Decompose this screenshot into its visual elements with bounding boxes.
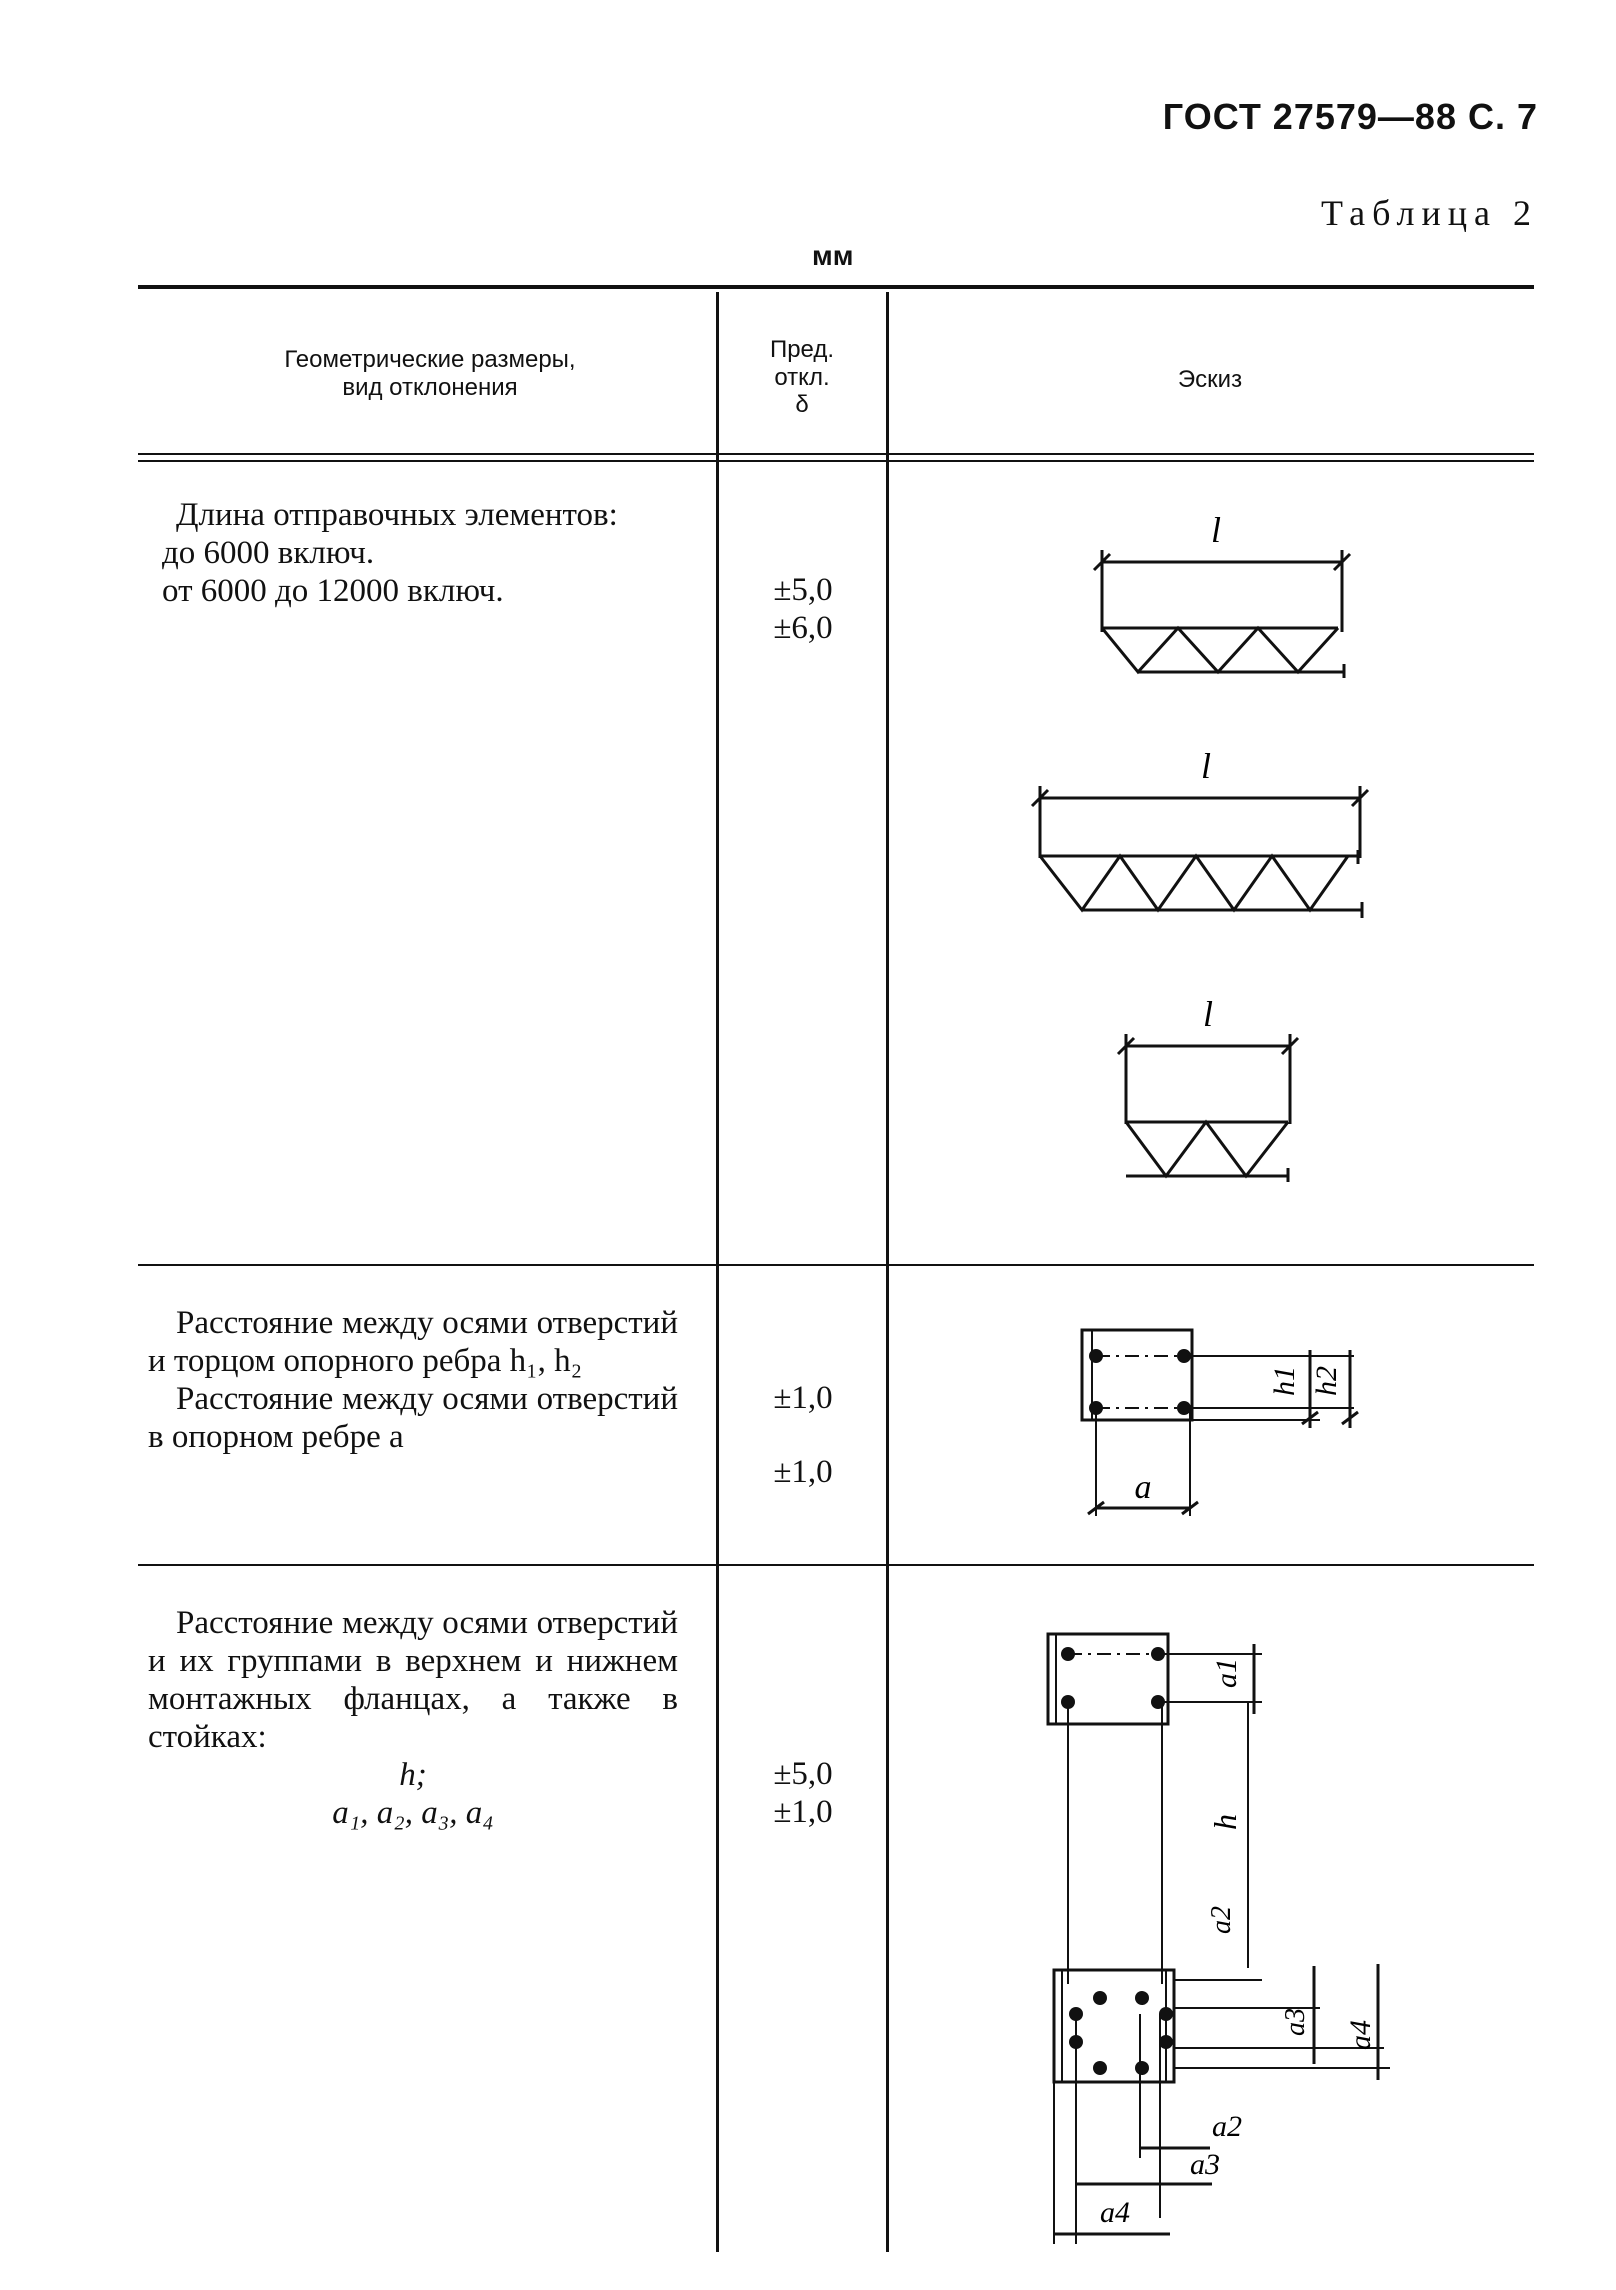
row3-text: Расстояние между осями отверстий и их гр…: [148, 1605, 678, 1755]
sketch-label-h2: h2: [1310, 1366, 1343, 1396]
column-separator-2: [886, 292, 889, 2252]
sketch-label-a4-horizontal: a4: [1100, 2196, 1130, 2229]
row-divider-2: [138, 1564, 1534, 1566]
sketch-label-a2-horizontal: a2: [1212, 2110, 1242, 2143]
row1-line1: до 6000 включ.: [162, 535, 375, 571]
sketch-label-h1: h1: [1268, 1366, 1301, 1396]
row1-description: Длина отправочных элементов: до 6000 вкл…: [148, 496, 678, 610]
row3-value2: ±1,0: [773, 1794, 833, 1830]
table-top-rule: [138, 285, 1534, 289]
row1-sketch: l l l: [1030, 510, 1370, 1182]
row1-line2: от 6000 до 12000 включ.: [162, 573, 504, 609]
header-bottom-rule-2: [138, 460, 1534, 462]
row3-sketch: a1 h a2 a3 a4 a2 a3 a4: [1046, 1632, 1390, 2244]
row2-text2: Расстояние между осями отверстий в опорн…: [148, 1381, 678, 1455]
document-header: ГОСТ 27579—88 С. 7: [1162, 96, 1538, 137]
row3-description: Расстояние между осями отверстий и их гр…: [148, 1604, 678, 1832]
row1-value2: ±6,0: [773, 610, 833, 646]
row2-sketch: h1 h2 a: [1080, 1328, 1359, 1516]
column-header-sketch: Эскиз: [1177, 366, 1243, 393]
row-divider-1: [138, 1264, 1534, 1266]
sketch-length-label-3: l: [1203, 994, 1213, 1034]
sketch-length-label-1: l: [1211, 510, 1221, 550]
units-label: мм: [812, 240, 854, 271]
column-header-deviation: Пред. откл. δ: [769, 336, 835, 419]
sketch-label-a4-vertical: a4: [1344, 2020, 1377, 2050]
sketch-label-a: a: [1135, 1469, 1152, 1506]
row3-line1: h;: [399, 1757, 427, 1793]
table-label: Таблица 2: [1321, 193, 1538, 233]
column-header-dimensions: Геометрические размеры, вид отклонения: [284, 346, 576, 401]
row1-value1: ±5,0: [773, 572, 833, 608]
header-bottom-rule: [138, 453, 1534, 455]
sketch-label-a2-vertical: a2: [1206, 1906, 1237, 1934]
row2-text1: Расстояние между осями отверстий и торцо…: [148, 1305, 678, 1379]
row2-description: Расстояние между осями отверстий и торцо…: [148, 1304, 678, 1456]
row2-value1: ±1,0: [773, 1380, 833, 1416]
row2-value2: ±1,0: [773, 1454, 833, 1490]
sketch-length-label-2: l: [1201, 746, 1211, 786]
sketch-label-h: h: [1207, 1814, 1243, 1830]
sketch-label-a3-horizontal: a3: [1190, 2148, 1220, 2181]
column-separator-1: [716, 292, 719, 2252]
sketch-label-a3-vertical: a3: [1280, 2008, 1311, 2036]
row3-value1: ±5,0: [773, 1756, 833, 1792]
row3-line2: a₁, a₂, a₃, a₄: [332, 1795, 494, 1831]
sketch-label-a1: a1: [1210, 1658, 1243, 1688]
row1-title: Длина отправочных элементов:: [176, 497, 618, 533]
